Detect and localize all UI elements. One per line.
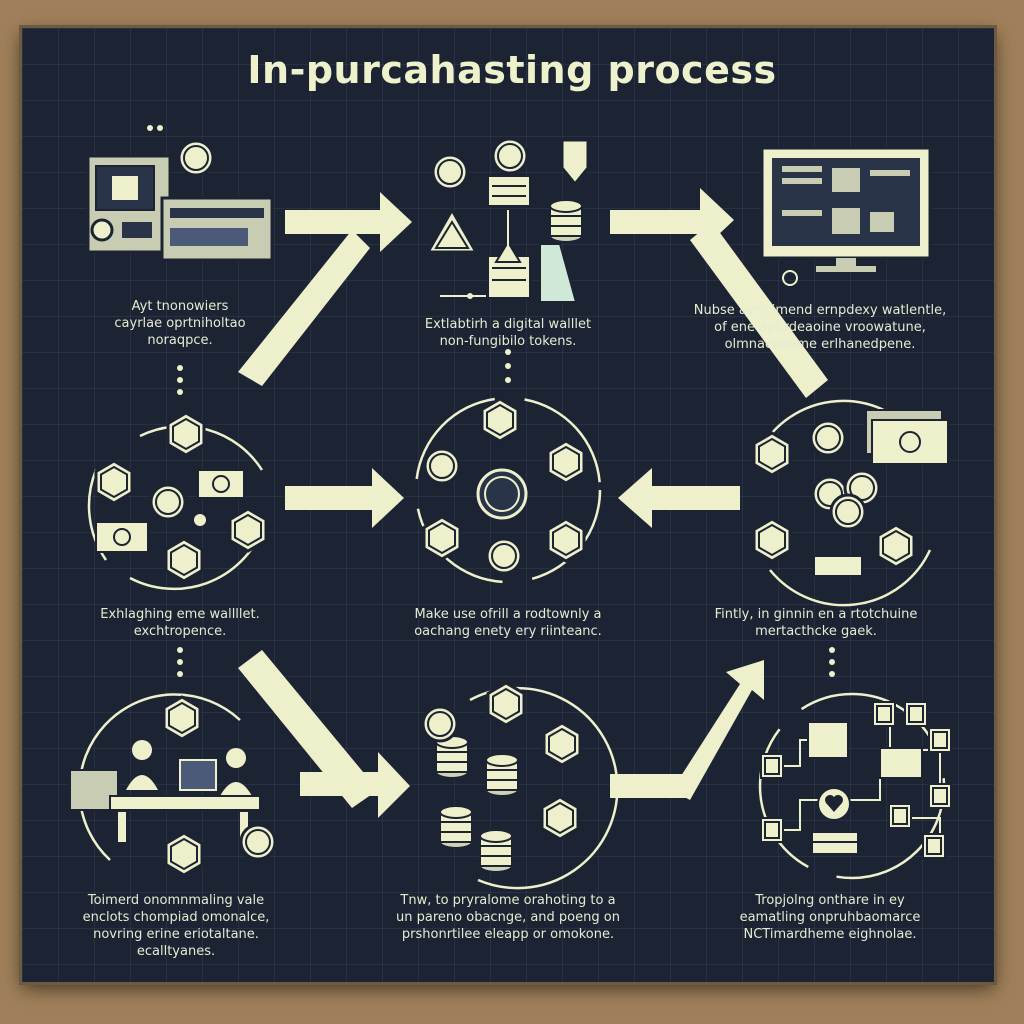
warning-triangle-icon <box>425 206 479 254</box>
coin-stack-icon <box>539 199 583 303</box>
flow-arrow-icon <box>238 188 828 818</box>
step-1-caption: Ayt tnonowiers cayrlae oprtniholtao nora… <box>114 299 246 348</box>
coin-stack-icon <box>435 735 519 873</box>
people-at-desk-icon <box>69 740 261 842</box>
nft-card-icon <box>760 701 952 859</box>
crypto-coin-icon <box>177 139 215 177</box>
step-8-caption: Tnw, to pryralome orahoting to a un pare… <box>396 893 620 942</box>
step-5-caption: Make use ofrill a rodtownly a oachang en… <box>414 607 602 639</box>
dotted-connector <box>177 349 835 677</box>
crypto-coin-icon <box>149 483 206 526</box>
cash-stack-icon <box>95 469 245 553</box>
crypto-coin-icon <box>239 823 277 861</box>
document-icon <box>440 175 531 299</box>
cash-stack-icon <box>813 409 949 577</box>
coin-stack-icon <box>811 831 859 855</box>
step-7-caption: Toimerd onomnmaling vale enclots chompia… <box>82 893 270 959</box>
monitor-icon <box>760 146 932 286</box>
token-cycle-icon <box>78 693 241 861</box>
crypto-coin-icon <box>421 705 459 743</box>
step-4-caption: Exhlaghing eme wallllet. exchtropence. <box>100 607 260 639</box>
wallet-icon <box>86 125 274 262</box>
diagram-title: In-purcahasting process <box>247 48 777 92</box>
heart-icon <box>817 787 851 821</box>
step-3-caption: Nubse ayrinimend ernpdexy watlentle, of … <box>693 303 947 352</box>
step-2-caption: Extlabtirh a digital walllet non-fungibi… <box>424 317 592 349</box>
crypto-coin-icon <box>423 447 528 575</box>
token-cycle-icon <box>469 686 619 890</box>
shield-icon <box>560 138 590 187</box>
step-6-caption: Fintly, in ginnin en a rtotchuine mertac… <box>714 607 918 639</box>
step-9-caption: Tropjolng onthare in ey eamatling onpruh… <box>739 893 921 942</box>
token-cycle-icon <box>414 396 602 584</box>
network-line <box>770 714 941 850</box>
